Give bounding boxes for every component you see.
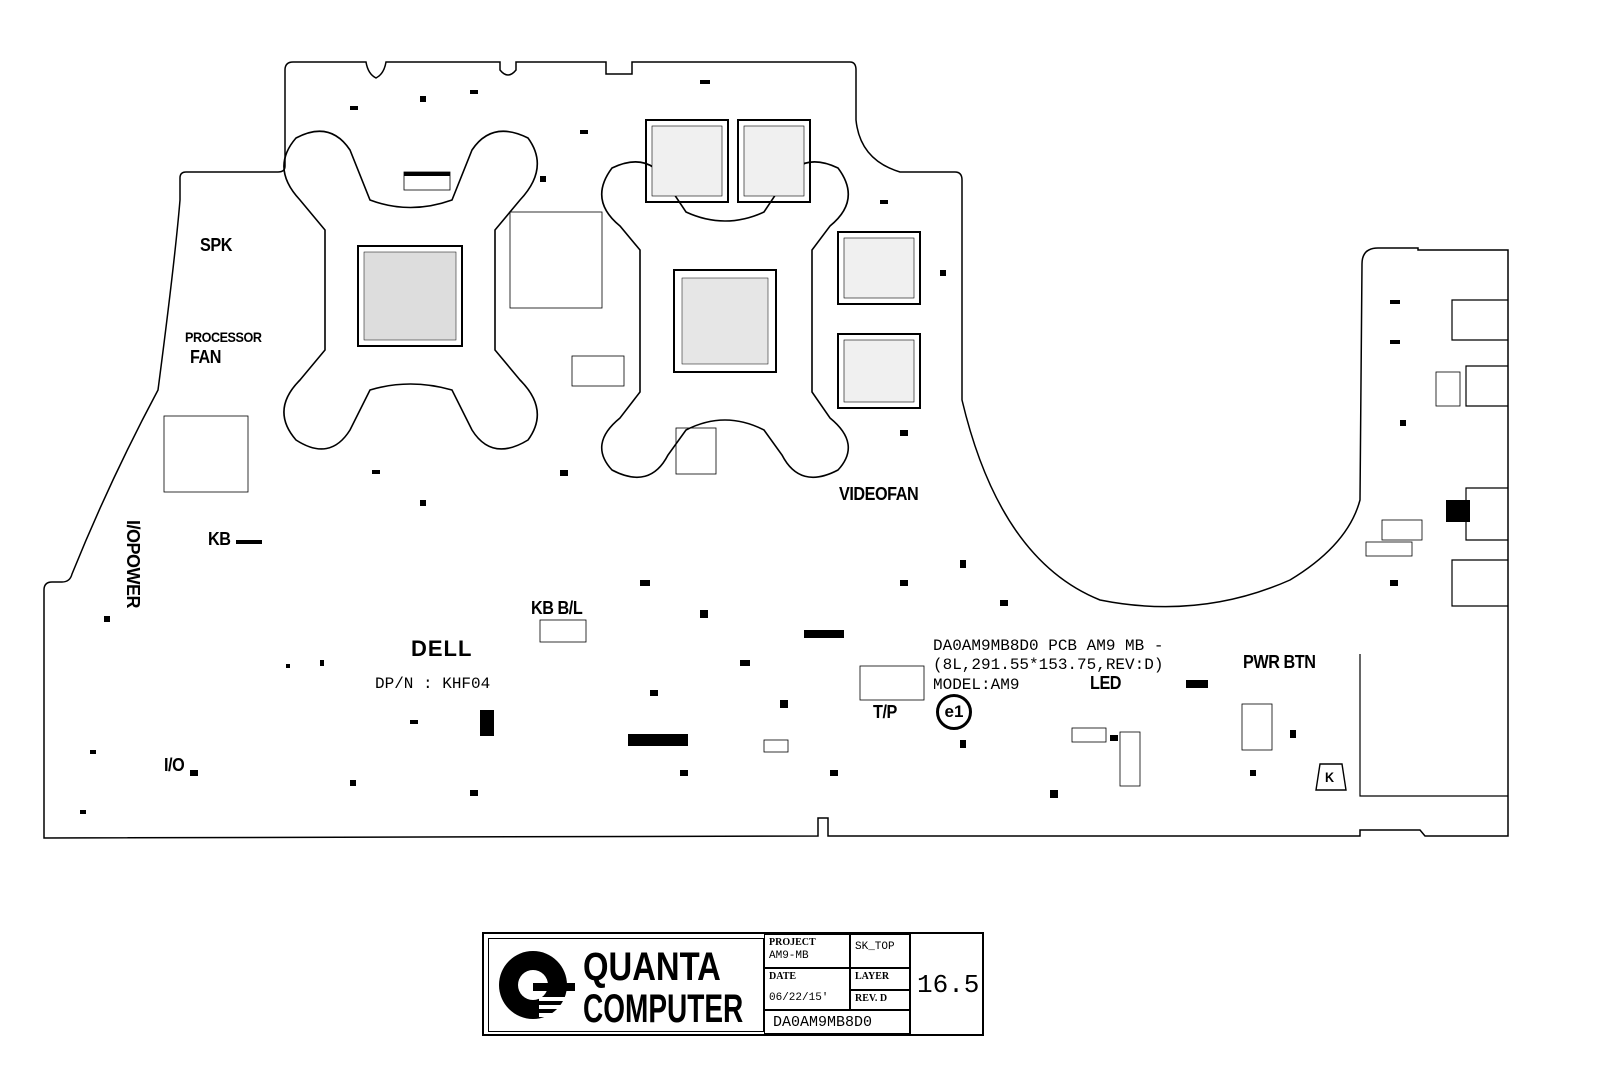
- date-label: DATE: [769, 971, 797, 982]
- fan-label: FAN: [190, 347, 222, 367]
- rev-cell: REV. D: [850, 990, 910, 1010]
- quanta-line2: COMPUTER: [583, 987, 744, 1031]
- pwr-btn-label: PWR BTN: [1243, 652, 1316, 672]
- quanta-line1: QUANTA: [583, 945, 721, 989]
- date-cell: DATE 06/22/15': [764, 968, 850, 1010]
- cpu-heatsink-bracket: [283, 130, 539, 450]
- project-cell: PROJECT AM9-MB: [764, 934, 850, 968]
- project-label: PROJECT: [769, 937, 816, 948]
- dpn-text: DP/N : KHF04: [375, 675, 491, 693]
- spec-line-text: (8L,291.55*153.75,REV:D): [933, 656, 1164, 674]
- k-marking-label: K: [1325, 769, 1334, 785]
- kb-bl-label: KB B/L: [531, 598, 583, 618]
- tp-label: T/P: [873, 702, 897, 722]
- quanta-logo: QUANTA COMPUTER: [488, 938, 764, 1032]
- sheet-name-value: SK_TOP: [855, 941, 895, 953]
- page-number-cell: 16.5: [910, 934, 982, 1034]
- dell-logo: DELL: [411, 636, 473, 661]
- model-line-text: MODEL:AM9: [933, 676, 1020, 694]
- date-value: 06/22/15': [769, 992, 829, 1004]
- layer-cell: LAYER: [850, 968, 910, 990]
- io-label: I/O: [164, 755, 185, 775]
- sheet-name-cell: SK_TOP: [850, 934, 910, 968]
- project-value: AM9-MB: [769, 950, 809, 962]
- led-label: LED: [1090, 673, 1122, 693]
- k-marking-outline: [1315, 763, 1347, 791]
- page-number-value: 16.5: [917, 970, 980, 1000]
- spk-label: SPK: [200, 235, 232, 255]
- title-block: QUANTA COMPUTER PROJECT AM9-MB SK_TOP DA…: [482, 932, 984, 1036]
- quanta-logo-mark: [499, 951, 575, 1019]
- pcb-line-text: DA0AM9MB8D0 PCB AM9 MB -: [933, 637, 1164, 655]
- rev-label: REV. D: [855, 993, 888, 1004]
- doc-number-value: DA0AM9MB8D0: [773, 1014, 873, 1031]
- video-fan-label: VIDEOFAN: [839, 484, 919, 504]
- gpu-heatsink-bracket: [600, 161, 850, 479]
- e1-cert-mark: e1: [936, 694, 972, 730]
- kb-label: KB: [208, 529, 231, 549]
- layer-label: LAYER: [855, 971, 890, 982]
- doc-number-cell: DA0AM9MB8D0: [764, 1010, 910, 1034]
- io-power-label: I/OPOWER: [123, 520, 143, 609]
- processor-label: PROCESSOR: [185, 329, 262, 345]
- board-outline: [43, 61, 1509, 839]
